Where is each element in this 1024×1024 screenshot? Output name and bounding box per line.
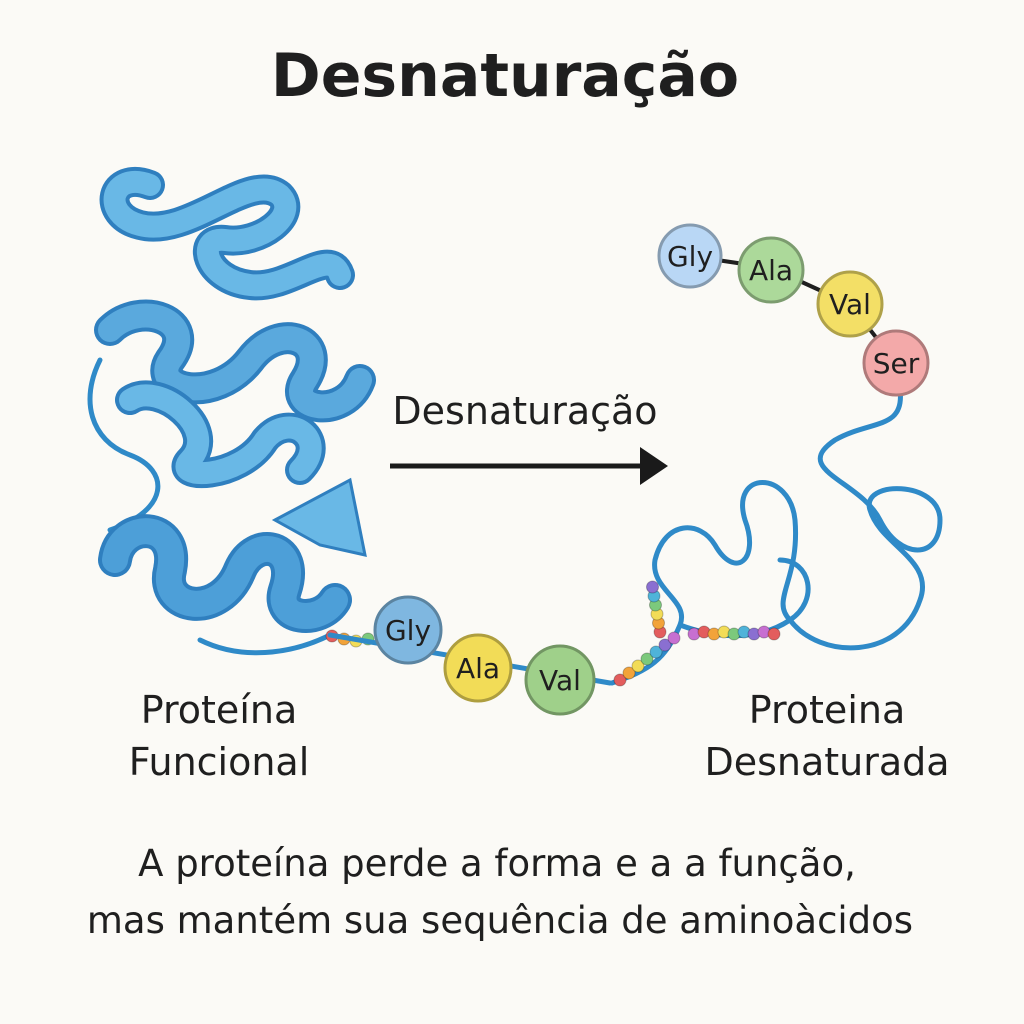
right-bead-chain (613, 580, 781, 687)
right-bead (667, 631, 681, 645)
functional-label-line2: Funcional (129, 740, 310, 784)
right-amino-acid-label: Ser (873, 347, 920, 380)
helix-bottom (98, 514, 352, 633)
right-amino-acid-ser (862, 329, 930, 397)
left-amino-acid-ala (443, 633, 513, 703)
caption-line1: A proteína perde a forma e a a função, (138, 842, 856, 885)
right-chain-line (688, 254, 898, 365)
caption-line2: mas mantém sua sequência de aminoàcidos (87, 899, 913, 942)
right-bead (640, 652, 654, 666)
helix-top (99, 167, 355, 301)
denatured-label-line1: Proteina (749, 688, 906, 732)
functional-label-line1: Proteína (141, 688, 298, 732)
left-amino-acid-label: Gly (385, 614, 431, 647)
arrow-head (640, 447, 668, 485)
right-amino-acid-label: Ala (749, 254, 793, 287)
left-amino-acid-val (524, 644, 596, 716)
right-bead (613, 673, 627, 687)
loop-bottom (197, 632, 333, 656)
beta-strand (271, 477, 367, 557)
functional-protein-illustration (87, 167, 376, 656)
left-amino-acid-label: Val (539, 664, 581, 697)
right-amino-acid-ala (737, 236, 805, 304)
helix-middle (94, 299, 376, 489)
right-bead (631, 659, 645, 673)
loop-left (87, 357, 161, 533)
denatured-label-line2: Desnaturada (704, 740, 949, 784)
left-amino-acid-gly (373, 595, 443, 665)
right-bead (649, 645, 663, 659)
right-bead (658, 638, 672, 652)
right-bead (622, 666, 636, 680)
arrow-label: Desnaturação (392, 389, 657, 433)
right-amino-acid-label: Gly (667, 240, 713, 273)
right-amino-acid-val (816, 270, 884, 338)
page-title: Desnaturação (271, 41, 739, 111)
right-bead (646, 580, 659, 594)
right-amino-acid-label: Val (829, 288, 871, 321)
left-amino-acid-label: Ala (456, 652, 500, 685)
right-amino-acid-gly (657, 223, 723, 289)
right-bead (767, 627, 781, 641)
denatured-chain-line (609, 387, 943, 686)
